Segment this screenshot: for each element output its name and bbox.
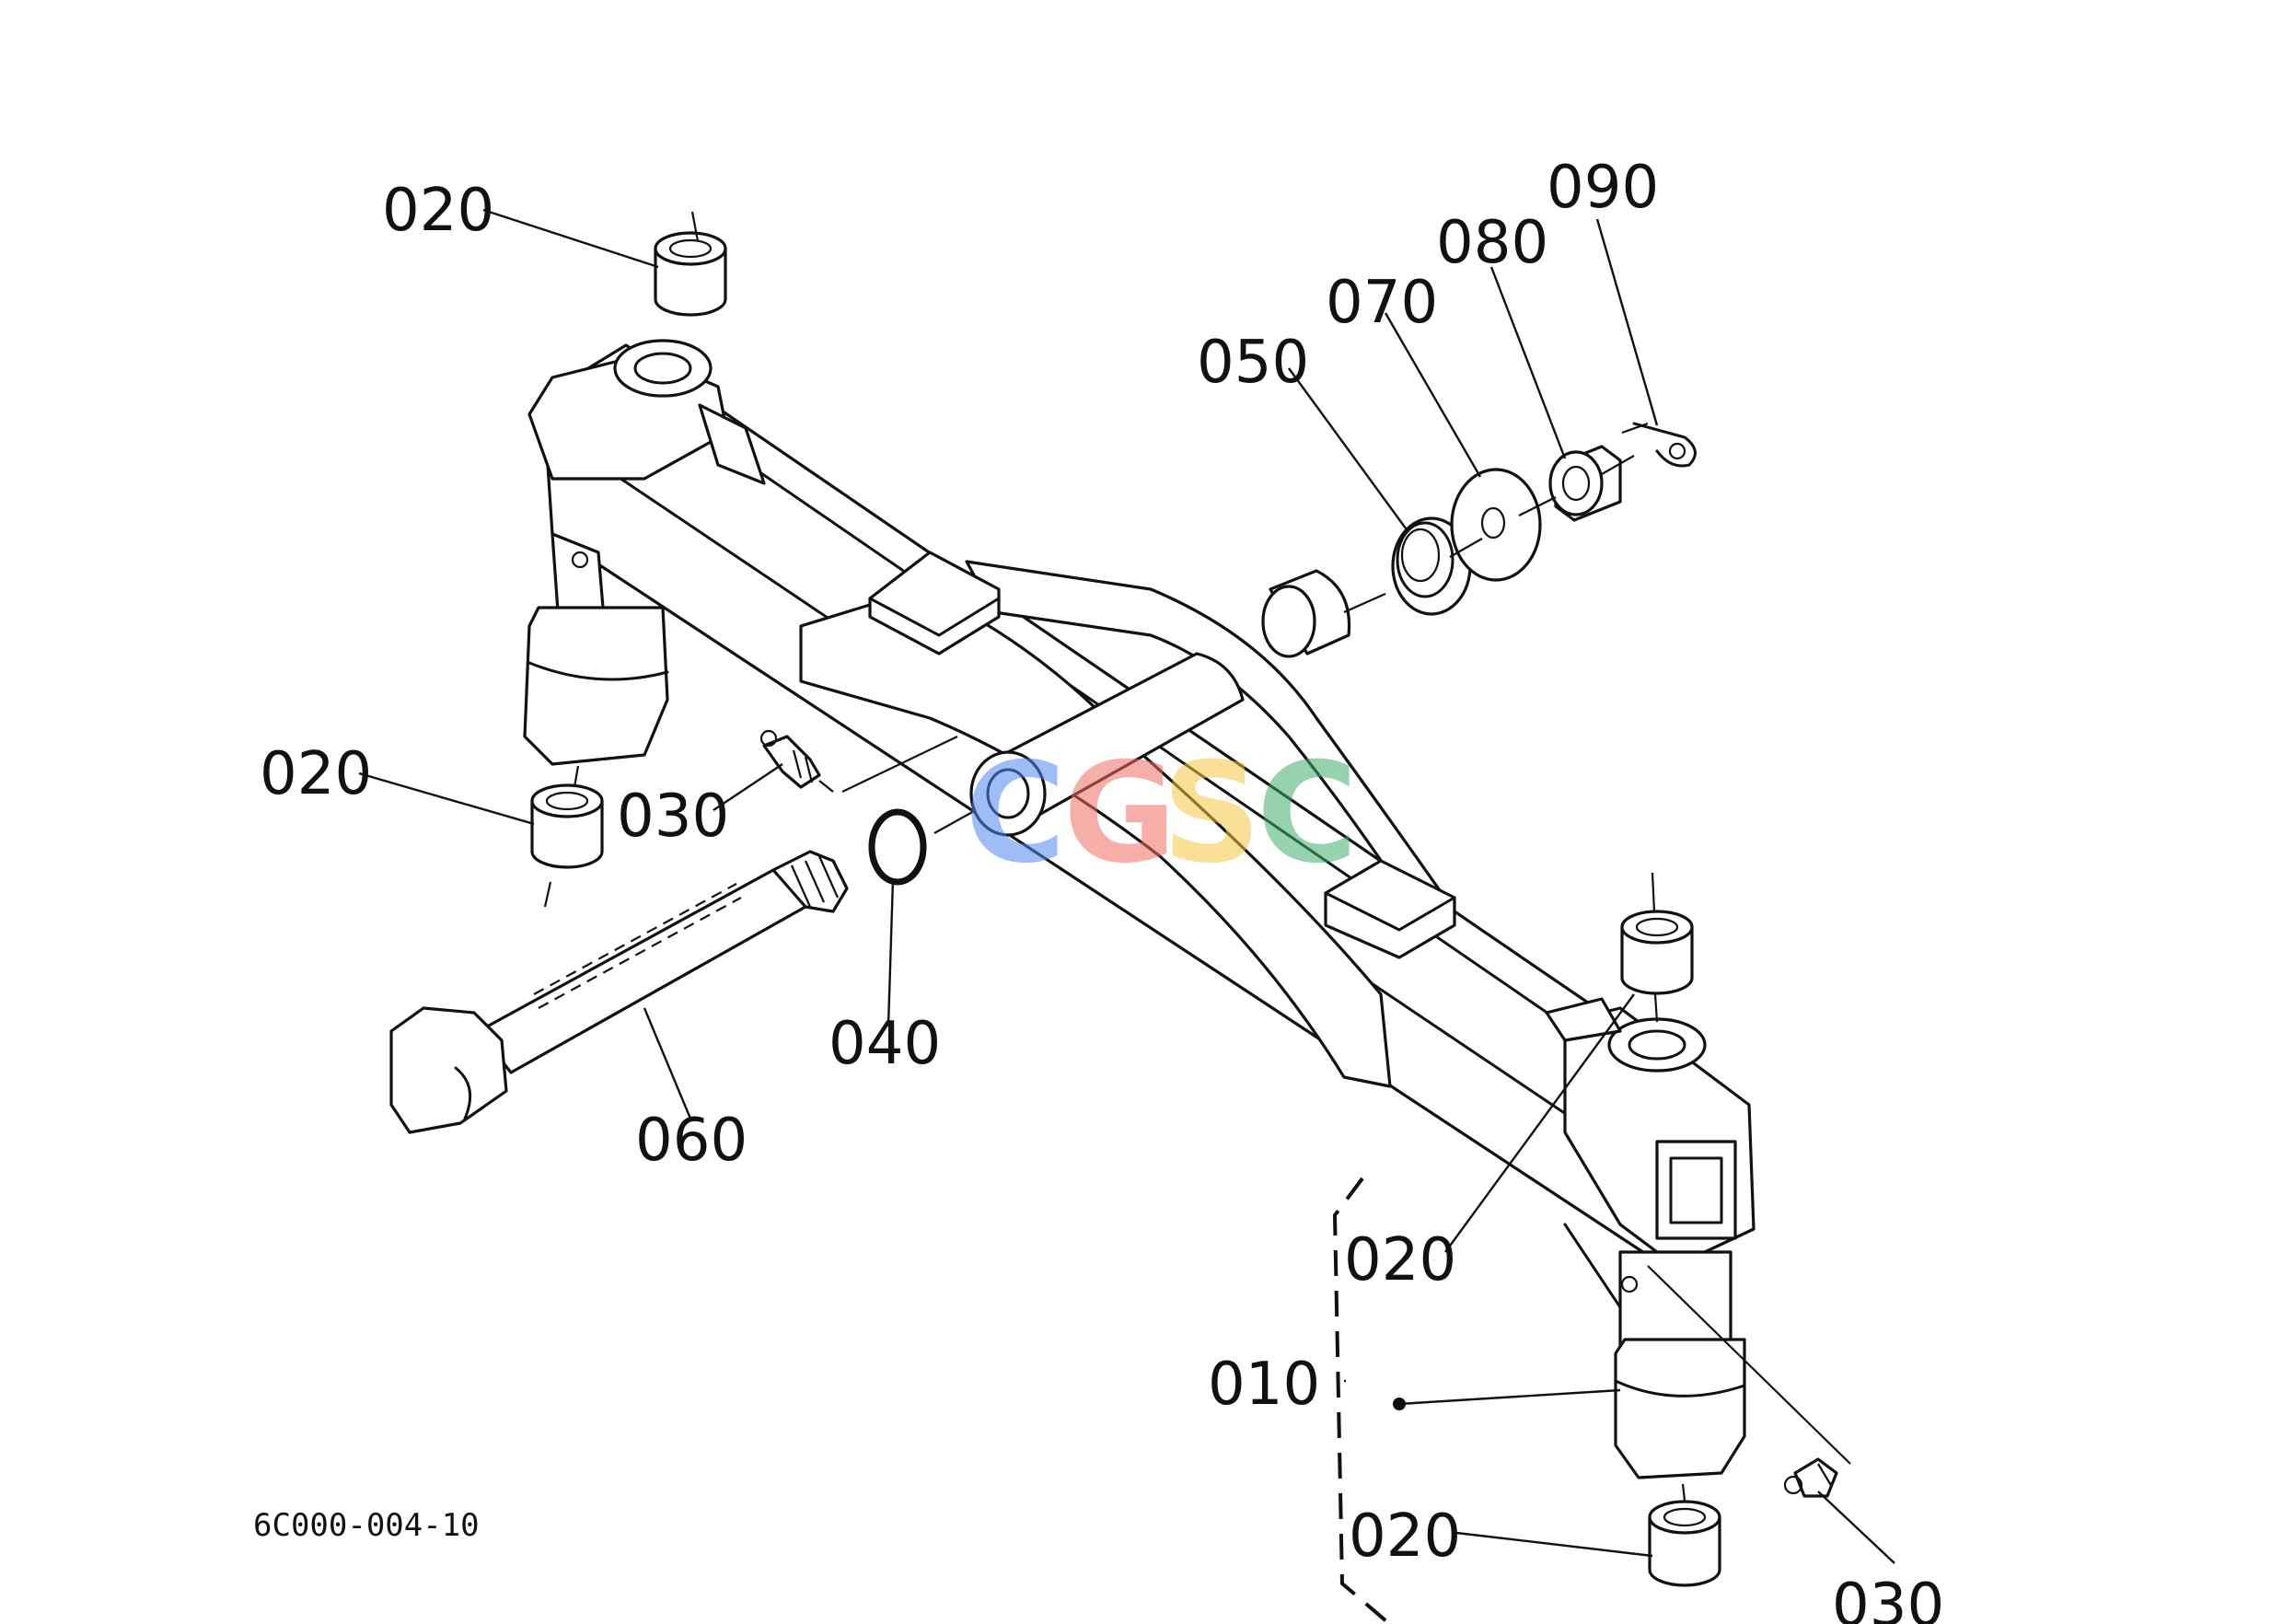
- bushing-020-right: [1620, 872, 1694, 1023]
- watermark-letter-2: G: [1063, 734, 1176, 894]
- bushing-020-left: [530, 765, 604, 908]
- bushing-020-bottom: [1648, 1483, 1721, 1587]
- split-pin-090: [1621, 422, 1697, 468]
- callout-030-left: 030: [617, 783, 729, 851]
- callout-070: 070: [1326, 269, 1438, 337]
- callout-020-right: 020: [1344, 1226, 1456, 1294]
- callout-080: 080: [1436, 209, 1548, 277]
- callout-060: 060: [635, 1107, 747, 1175]
- bushing-020-top: [654, 211, 727, 317]
- callout-020-top: 020: [382, 177, 494, 245]
- callout-030-right: 030: [1832, 1572, 1944, 1624]
- callout-010: 010: [1208, 1351, 1320, 1419]
- assembly-bracket-010: [1332, 1177, 1393, 1624]
- grease-nipple-030-right: [1783, 1457, 1838, 1498]
- leader-lines: [358, 208, 1895, 1564]
- grease-nipple-030-left: [759, 729, 834, 793]
- castle-nut-080: [1548, 445, 1622, 522]
- watermark-letter-1: C: [965, 734, 1066, 894]
- watermark: C G S C: [965, 734, 1358, 894]
- callout-040: 040: [829, 1010, 941, 1078]
- callout-020-left: 020: [260, 740, 372, 808]
- callout-050: 050: [1197, 329, 1309, 397]
- washer-070: [1450, 468, 1542, 582]
- watermark-letter-4: C: [1257, 734, 1358, 894]
- center-pin-060: [389, 850, 849, 1134]
- callout-020-bottom: 020: [1349, 1502, 1461, 1571]
- front-axle-beam: [523, 339, 1756, 1479]
- drawing-reference-code: 6C000-004-10: [253, 1507, 480, 1544]
- watermark-letter-3: S: [1162, 734, 1261, 894]
- o-ring-040: [868, 808, 927, 886]
- callout-090: 090: [1547, 154, 1659, 222]
- callout-labels: 020 020 030 040 060 050 070 080 090 020 …: [260, 154, 1944, 1624]
